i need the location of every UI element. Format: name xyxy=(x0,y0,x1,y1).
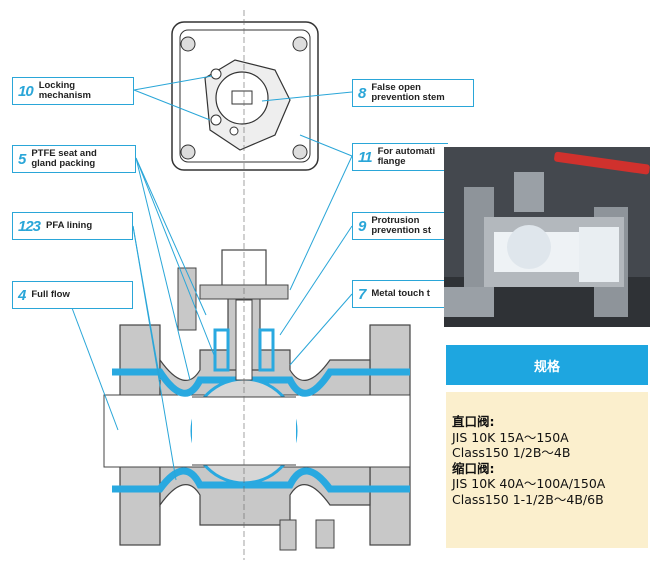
callout-number: 11 xyxy=(358,148,373,166)
callout-number: 8 xyxy=(358,84,366,102)
spec-line: 缩口阀: xyxy=(452,460,495,476)
callout-line1: PFA lining xyxy=(46,220,93,231)
spec-line: JIS 10K 40A～100A/150A xyxy=(452,476,606,491)
callout-line1: Protrusion xyxy=(371,215,420,226)
spec-line: Class150 1-1/2B～4B/6B xyxy=(452,491,604,507)
spec-header: 规格 xyxy=(446,345,648,385)
spec-line: 直口阀: xyxy=(452,414,495,429)
callout-line1: Full flow xyxy=(31,289,70,300)
callout-line1: False open xyxy=(371,82,421,93)
callout-full-flow: 4 Full flow xyxy=(12,281,133,309)
valve-photo-illustration xyxy=(444,147,650,327)
top-view-flange xyxy=(171,10,319,180)
callout-line2: gland packing xyxy=(31,158,96,169)
valve-cutaway-photo xyxy=(444,147,650,327)
callout-number: 5 xyxy=(18,150,26,168)
spec-line: JIS 10K 15A～150A xyxy=(452,429,569,445)
valve-body-section xyxy=(103,180,411,560)
spec-line: Class150 1/2B～4B xyxy=(452,445,571,460)
callout-line2: flange xyxy=(377,156,406,167)
callout-line1: For automati xyxy=(377,146,436,157)
callout-number: 7 xyxy=(358,285,366,303)
callout-number: 10 xyxy=(18,82,34,100)
callout-line1: Metal touch t xyxy=(371,288,430,299)
callout-number: 9 xyxy=(358,217,366,235)
callout-line1: Locking xyxy=(38,80,76,91)
callout-pfa-lining: 123 PFA lining xyxy=(12,212,133,240)
spec-body: 直口阀: JIS 10K 15A～150A Class150 1/2B～4B 缩… xyxy=(446,392,648,548)
callout-line2: mechanism xyxy=(38,90,91,101)
callout-number: 4 xyxy=(18,286,26,304)
callout-metal-touch: 7 Metal touch t xyxy=(352,280,448,308)
callout-line2: prevention stem xyxy=(371,92,445,103)
callout-line1: PTFE seat and xyxy=(31,148,97,159)
callout-number: 123 xyxy=(18,217,41,235)
callout-line2: prevention st xyxy=(371,225,431,236)
leader-lines xyxy=(71,75,353,481)
